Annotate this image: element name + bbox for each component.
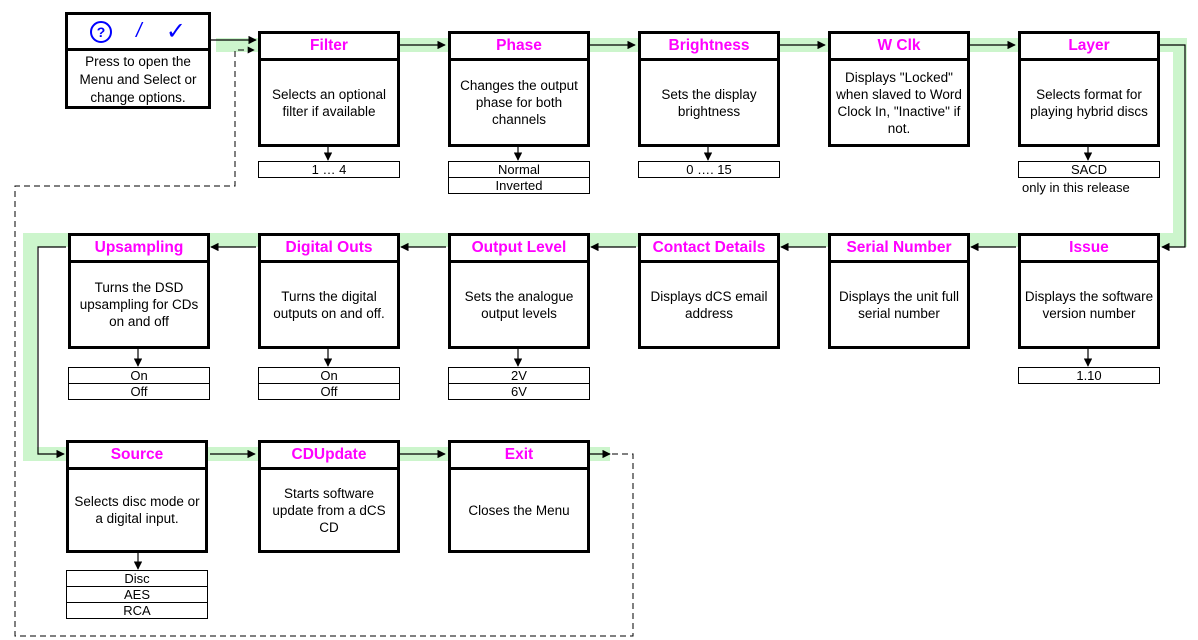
menu-item-title: Exit xyxy=(451,443,587,470)
phase-options: Normal Inverted xyxy=(448,161,590,194)
menu-item-wclk[interactable]: W Clk Displays "Locked" when slaved to W… xyxy=(828,31,970,147)
option[interactable]: Inverted xyxy=(448,177,590,194)
menu-item-description: Selects disc mode or a digital input. xyxy=(74,494,200,526)
upsampling-options: On Off xyxy=(68,367,210,400)
tick-icon[interactable]: ✓ xyxy=(165,18,186,45)
menu-item-description: Displays dCS email address xyxy=(650,288,768,321)
menu-item-serial-number[interactable]: Serial Number Displays the unit full ser… xyxy=(828,233,970,349)
menu-item-phase[interactable]: Phase Changes the output phase for both … xyxy=(448,31,590,147)
menu-item-description: Selects format for playing hybrid discs xyxy=(1030,86,1148,119)
option[interactable]: Normal xyxy=(448,161,590,178)
menu-item-description: Sets the display brightness xyxy=(661,86,757,119)
menu-item-title: Serial Number xyxy=(831,236,967,263)
slash-separator: / xyxy=(136,20,142,42)
option[interactable]: On xyxy=(258,367,400,384)
menu-item-description: Turns the DSD upsampling for CDs on and … xyxy=(79,280,199,329)
brightness-options: 0 …. 15 xyxy=(638,161,780,178)
menu-item-cdupdate[interactable]: CDUpdate Starts software update from a d… xyxy=(258,440,400,553)
menu-item-description: Changes the output phase for both channe… xyxy=(460,78,578,127)
issue-options: 1.10 xyxy=(1018,367,1160,384)
menu-item-digital-outs[interactable]: Digital Outs Turns the digital outputs o… xyxy=(258,233,400,349)
menu-item-description: Selects an optional filter if available xyxy=(271,86,387,119)
filter-options: 1 … 4 xyxy=(258,161,400,178)
option[interactable]: 1.10 xyxy=(1018,367,1160,384)
menu-item-title: Digital Outs xyxy=(261,236,397,263)
output-level-options: 2V 6V xyxy=(448,367,590,400)
layer-note: only in this release xyxy=(1022,180,1130,195)
help-icon[interactable]: ? xyxy=(90,20,113,43)
menu-item-brightness[interactable]: Brightness Sets the display brightness xyxy=(638,31,780,147)
menu-item-source[interactable]: Source Selects disc mode or a digital in… xyxy=(66,440,208,553)
menu-item-output-level[interactable]: Output Level Sets the analogue output le… xyxy=(448,233,590,349)
menu-item-layer[interactable]: Layer Selects format for playing hybrid … xyxy=(1018,31,1160,147)
option[interactable]: RCA xyxy=(66,602,208,619)
flow-arrows xyxy=(37,35,1186,570)
option[interactable]: SACD xyxy=(1018,161,1160,178)
menu-item-title: W Clk xyxy=(831,34,967,61)
keys-description: Press to open the Menu and Select or cha… xyxy=(79,54,197,105)
option[interactable]: Off xyxy=(258,383,400,400)
menu-item-description: Displays the unit full serial number xyxy=(838,288,960,321)
source-options: Disc AES RCA xyxy=(66,570,208,619)
menu-item-title: Layer xyxy=(1021,34,1157,61)
exit-return-loop xyxy=(14,46,634,637)
menu-item-description: Turns the digital outputs on and off. xyxy=(273,288,385,321)
menu-item-description: Displays "Locked" when slaved to Word Cl… xyxy=(836,69,962,136)
option[interactable]: AES xyxy=(66,586,208,603)
menu-item-description: Sets the analogue output levels xyxy=(464,288,574,321)
layer-options: SACD xyxy=(1018,161,1160,178)
menu-item-description: Closes the Menu xyxy=(468,502,570,518)
option[interactable]: 0 …. 15 xyxy=(638,161,780,178)
option[interactable]: 6V xyxy=(448,383,590,400)
menu-item-title: Filter xyxy=(261,34,397,61)
menu-item-title: Upsampling xyxy=(71,236,207,263)
menu-item-title: Source xyxy=(69,443,205,470)
menu-item-title: Brightness xyxy=(641,34,777,61)
menu-item-title: Contact Details xyxy=(641,236,777,263)
option[interactable]: Off xyxy=(68,383,210,400)
menu-item-exit[interactable]: Exit Closes the Menu xyxy=(448,440,590,553)
menu-item-upsampling[interactable]: Upsampling Turns the DSD upsampling for … xyxy=(68,233,210,349)
menu-item-title: Output Level xyxy=(451,236,587,263)
menu-item-contact-details[interactable]: Contact Details Displays dCS email addre… xyxy=(638,233,780,349)
menu-item-issue[interactable]: Issue Displays the software version numb… xyxy=(1018,233,1160,349)
menu-item-filter[interactable]: Filter Selects an optional filter if ava… xyxy=(258,31,400,147)
option[interactable]: Disc xyxy=(66,570,208,587)
menu-item-title: Phase xyxy=(451,34,587,61)
menu-item-description: Displays the software version number xyxy=(1024,288,1154,321)
digital-outs-options: On Off xyxy=(258,367,400,400)
menu-item-title: CDUpdate xyxy=(261,443,397,470)
menu-item-description: Starts software update from a dCS CD xyxy=(272,485,386,535)
option[interactable]: On xyxy=(68,367,210,384)
option[interactable]: 1 … 4 xyxy=(258,161,400,178)
menu-keys-box: ? / ✓ Press to open the Menu and Select … xyxy=(65,12,211,109)
option[interactable]: 2V xyxy=(448,367,590,384)
menu-item-title: Issue xyxy=(1021,236,1157,263)
